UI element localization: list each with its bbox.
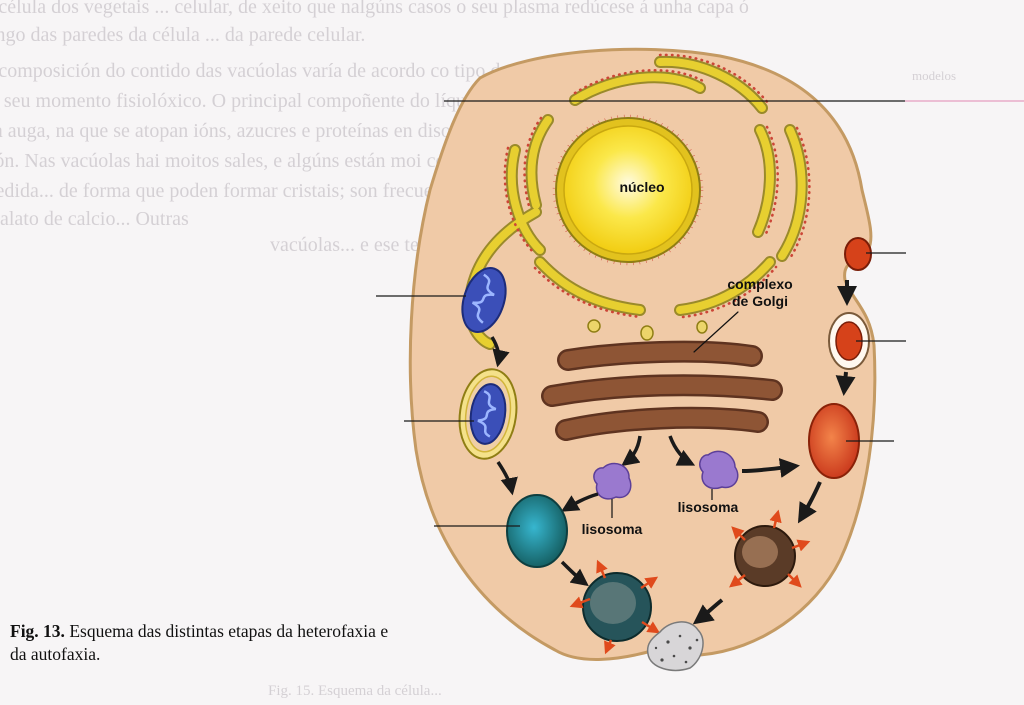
bleed-footer: Fig. 15. Esquema da célula... <box>268 683 442 699</box>
lysosome-left-label: lisosoma <box>582 521 643 537</box>
arrow-mito-to-autophagosome <box>490 336 510 368</box>
arrow-to-exocytosis <box>692 598 724 625</box>
mitochondrion-free <box>461 267 507 333</box>
golgi-to-lysosome-arrows <box>621 435 696 467</box>
bleed-line: oxalato de calcio... Outras <box>0 208 189 230</box>
golgi-label-line2: de Golgi <box>732 293 788 309</box>
arrow-lysosome-to-autolysosome <box>560 492 599 512</box>
arrow-to-residual-right <box>797 481 822 524</box>
bleed-line: longo das paredes da célula ... da pared… <box>0 24 366 46</box>
bleed-line: co seu momento fisiolóxico. O principal … <box>0 90 566 112</box>
lysosome-right-label: lisosoma <box>678 499 739 515</box>
caption-number: Fig. 13. <box>10 621 65 641</box>
bleed-line: vacúolas... e ese tema. <box>270 234 449 256</box>
bleed-line: A composición do contido das vacúolas va… <box>0 60 578 82</box>
residual-body-right <box>729 509 811 588</box>
arrow-phagosome-down <box>835 371 856 396</box>
nucleus: núcleo <box>552 114 704 266</box>
endocytosis-site <box>844 237 872 271</box>
lysosome-right: lisosoma <box>678 450 739 515</box>
exocytosis-debris <box>646 621 704 672</box>
autophagosome <box>458 368 518 460</box>
golgi-leader-line <box>693 311 739 353</box>
arrow-to-autolysosome <box>496 461 518 496</box>
caption-text: Esquema das distintas etapas da heterofa… <box>10 621 389 664</box>
lysosome-left: lisosoma <box>582 462 643 537</box>
figure-caption: Fig. 13. Esquema das distintas etapas da… <box>10 620 390 666</box>
bleed-line: é a auga, na que se atopan ións, azucres… <box>0 120 474 142</box>
endoplasmic-reticulum <box>463 53 811 350</box>
leader-lines <box>376 100 906 527</box>
nucleus-label: núcleo <box>619 179 664 195</box>
residual-body-left <box>569 559 661 655</box>
golgi-label-line1: complexo <box>727 276 792 292</box>
arrow-lysosome-to-phagolysosome <box>741 458 800 478</box>
autolysosome <box>506 494 568 568</box>
bleed-side-label: modelos <box>912 68 957 83</box>
bleed-line: A célula dos vegetais ... celular, de xe… <box>0 0 749 18</box>
arrow-to-residual-left <box>560 560 589 587</box>
golgi-complex: complexo de Golgi <box>541 276 793 441</box>
